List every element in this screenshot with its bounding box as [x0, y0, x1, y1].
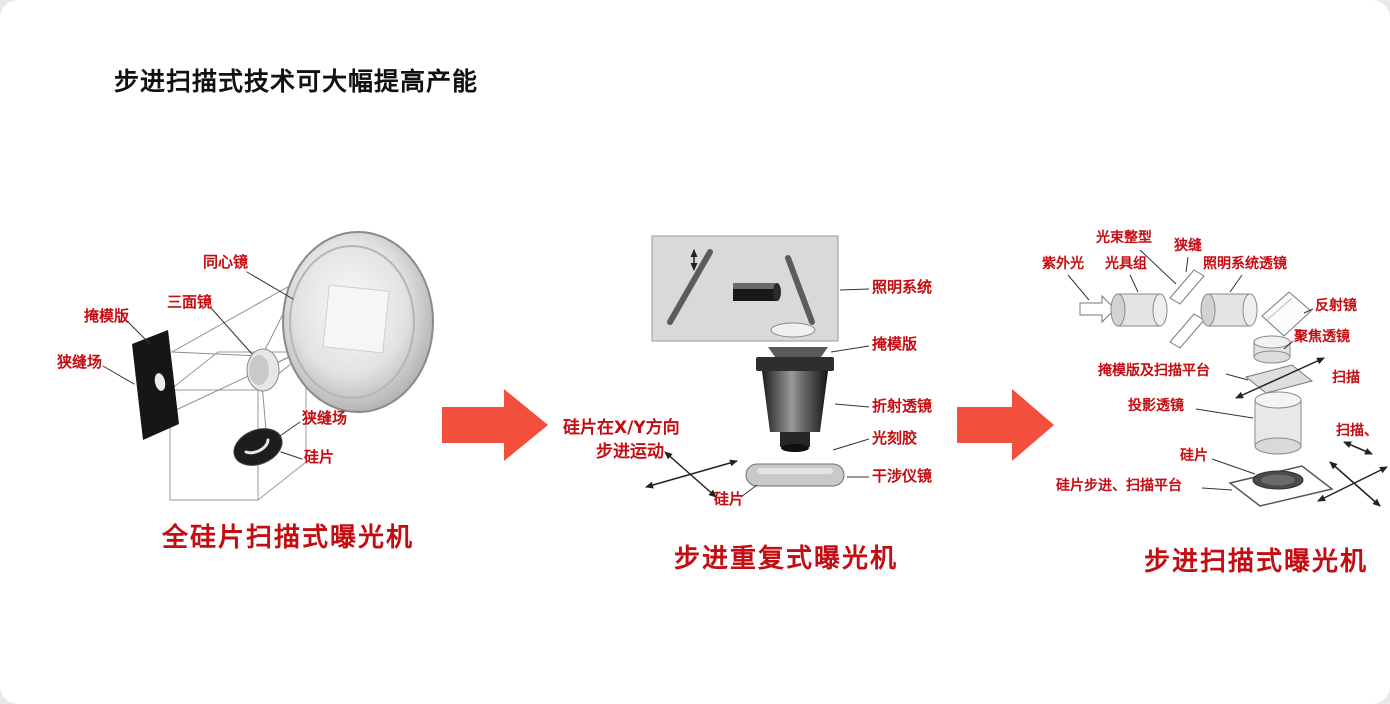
- step-and-scan-drawing: [1067, 249, 1388, 507]
- label-scan-lower: 扫描、: [1336, 423, 1378, 439]
- label-wafer-left: 硅片: [304, 448, 335, 466]
- wafer-slab-shape: [745, 463, 845, 487]
- illumination-lens-cylinder-shape: [1200, 293, 1258, 327]
- label-mask-left: 掩模版: [84, 307, 130, 325]
- step-and-repeat-drawing: [645, 235, 870, 498]
- caption-step-and-repeat: 步进重复式曝光机: [673, 544, 898, 574]
- flow-arrow-1: [442, 389, 548, 461]
- label-slit-field-right: 狭缝场: [302, 409, 348, 427]
- caption-step-and-scan: 步进扫描式曝光机: [1143, 547, 1368, 577]
- projection-lens-shape: [1254, 391, 1302, 455]
- label-optics-group: 光具组: [1105, 256, 1147, 272]
- label-projection-lens: 投影透镜: [1128, 398, 1184, 414]
- mirror-field-shape: [322, 284, 390, 354]
- flow-arrow-2: [957, 389, 1054, 461]
- label-step-motion-line2: 步进运动: [596, 442, 664, 462]
- label-concentric-mirror: 同心镜: [203, 253, 249, 271]
- label-illumination-lens: 照明系统透镜: [1203, 256, 1287, 272]
- scan-direction-arrow: [1343, 441, 1373, 455]
- slit-plate-shape: [1169, 313, 1205, 349]
- caption-full-wafer-scanner: 全硅片扫描式曝光机: [161, 523, 414, 553]
- slit-plate-shape: [1169, 269, 1205, 305]
- label-interferometer-mirror: 干涉仪镜: [872, 467, 933, 485]
- rod-shape: [785, 255, 815, 325]
- wireframe-box-shape: [168, 350, 308, 502]
- step-motion-arrow: [664, 451, 717, 498]
- step-motion-arrow: [645, 459, 738, 489]
- full-wafer-scanner-drawing: [102, 231, 434, 502]
- label-scan-upper: 扫描: [1332, 370, 1360, 386]
- mask-scan-arrow: [1235, 357, 1325, 399]
- focus-lens-shape: [1253, 335, 1291, 364]
- stage-scan-arrow: [1317, 466, 1388, 502]
- label-mask-middle: 掩模版: [872, 335, 918, 353]
- leader-lines-middle: [740, 288, 870, 498]
- leader-lines-right: [1067, 249, 1314, 491]
- objective-barrel-shape: [762, 371, 828, 432]
- leader-lines-left: [102, 271, 303, 460]
- label-three-face-mirror: 三面镜: [167, 293, 213, 311]
- label-photoresist: 光刻胶: [872, 429, 918, 447]
- page-title: 步进扫描式技术可大幅提高产能: [114, 67, 479, 96]
- label-reflector: 反射镜: [1315, 298, 1357, 314]
- label-step-motion-line1: 硅片在X/Y方向: [563, 418, 680, 438]
- objective-flange-shape: [756, 357, 834, 371]
- wafer-disc-shape: [233, 428, 283, 466]
- rod-shape: [667, 249, 713, 325]
- label-illumination-system: 照明系统: [872, 278, 933, 296]
- label-beam-shaping: 光束整型: [1096, 230, 1152, 246]
- label-focus-lens: 聚焦透镜: [1294, 329, 1350, 345]
- label-refractive-lens: 折射透镜: [872, 397, 933, 415]
- uv-arrow-shape: [1079, 294, 1116, 324]
- reflector-mirror-shape: [1261, 291, 1312, 337]
- label-uv-light: 紫外光: [1042, 256, 1084, 272]
- label-mask-scan-stage: 掩模版及扫描平台: [1098, 363, 1210, 379]
- mask-plate-shape: [768, 347, 828, 357]
- stage-step-arrow: [1329, 461, 1381, 507]
- optics-cylinder-shape: [1110, 293, 1168, 327]
- mask-panel-shape: [132, 330, 179, 440]
- label-slit: 狭缝: [1174, 238, 1202, 254]
- light-path-lines: [171, 279, 305, 431]
- label-slit-field-left: 狭缝场: [57, 353, 103, 371]
- label-wafer-step-scan-stage: 硅片步进、扫描平台: [1056, 478, 1182, 494]
- label-wafer-middle: 硅片: [714, 490, 745, 508]
- condenser-lens-shape: [770, 322, 816, 338]
- label-wafer-right: 硅片: [1180, 448, 1208, 464]
